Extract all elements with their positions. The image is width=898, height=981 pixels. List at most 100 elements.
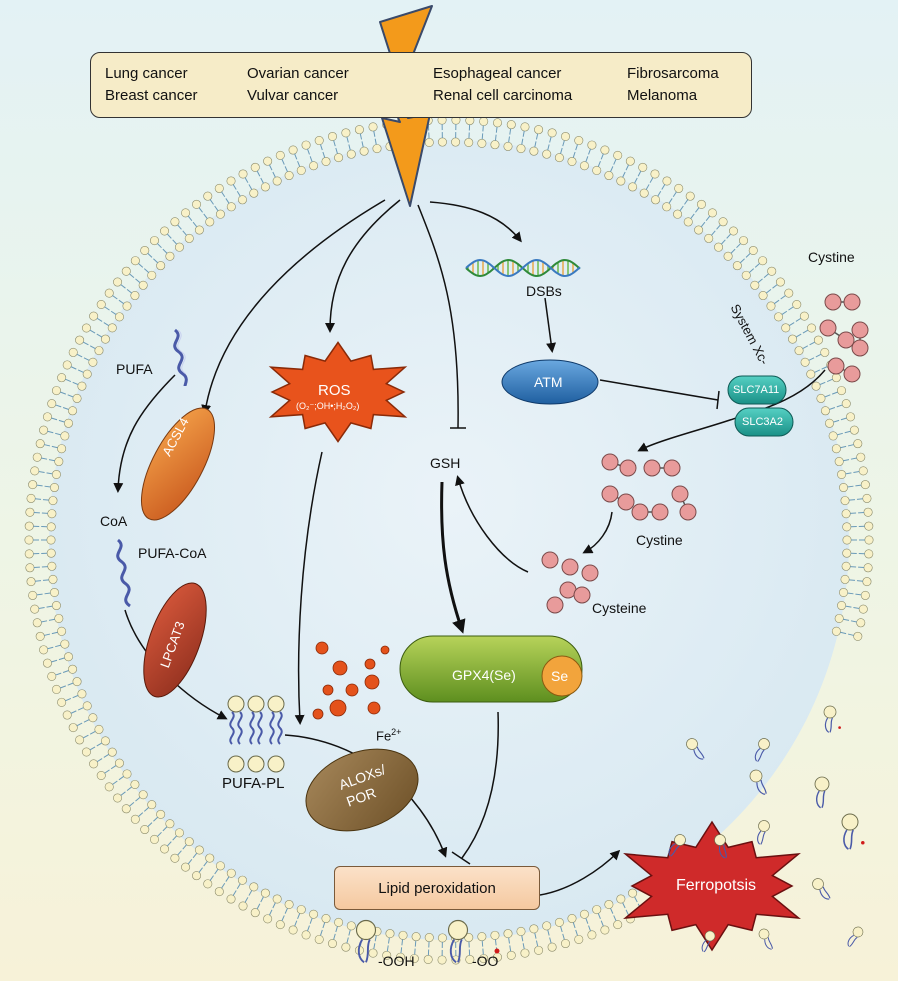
cancer-types-box: Lung cancer Breast cancer Ovarian cancer… bbox=[90, 52, 752, 118]
lipid-tail bbox=[143, 806, 150, 812]
lipid-head-outer bbox=[140, 245, 150, 255]
lipid-head-inner bbox=[723, 251, 733, 261]
lipid-tail bbox=[51, 631, 58, 635]
lipid-head-inner bbox=[205, 853, 215, 863]
cysteine-bead bbox=[573, 586, 591, 604]
arrow-cystine-to-cysteine bbox=[582, 511, 613, 554]
lipid-head-inner bbox=[437, 933, 447, 943]
lipid-tail bbox=[162, 826, 168, 832]
cysteine-bead bbox=[546, 596, 564, 614]
lipid-head-inner bbox=[165, 819, 175, 829]
lipid-tail bbox=[82, 341, 89, 346]
lipid-head-outer bbox=[130, 814, 140, 824]
lipid-head-inner bbox=[60, 431, 70, 441]
lipid-tail bbox=[120, 284, 126, 289]
lipid-head-inner bbox=[359, 146, 369, 156]
inhibit-gpx4-to-lipid bbox=[461, 711, 499, 859]
lipid-head-inner bbox=[490, 930, 500, 940]
lipid-head-outer bbox=[792, 299, 802, 309]
lipid-head-inner bbox=[579, 161, 589, 171]
iron-dot bbox=[345, 683, 359, 697]
lipid-tail bbox=[256, 170, 261, 177]
lipid-head-outer bbox=[288, 925, 298, 935]
lipid-tail bbox=[34, 498, 42, 500]
lipid-head-inner bbox=[194, 845, 204, 855]
lipid-head-outer bbox=[853, 439, 863, 449]
lipid-head-inner bbox=[732, 261, 742, 271]
lipid-tail bbox=[46, 472, 53, 475]
lipid-head-inner bbox=[811, 381, 821, 391]
lipid-head-outer bbox=[104, 782, 114, 792]
lipid-head-inner bbox=[800, 357, 810, 367]
lipid-head-outer bbox=[238, 901, 248, 911]
molecule-tail bbox=[449, 939, 463, 964]
pufa-chain-icon bbox=[173, 328, 188, 387]
pufa-label: PUFA bbox=[116, 361, 153, 377]
molecule-head bbox=[814, 776, 830, 792]
lipid-tail bbox=[695, 207, 700, 213]
lipid-head-inner bbox=[529, 924, 539, 934]
lipid-head-inner bbox=[114, 758, 124, 768]
lipid-head-outer bbox=[149, 834, 159, 844]
lipid-tail bbox=[83, 719, 90, 723]
lipid-tail bbox=[67, 394, 74, 398]
molecule-head bbox=[749, 769, 763, 783]
lipid-tail bbox=[335, 926, 338, 933]
lipid-head-inner bbox=[639, 188, 649, 198]
lipid-head-outer bbox=[860, 480, 870, 490]
lipid-tail bbox=[809, 341, 816, 346]
lipid-head-inner bbox=[806, 369, 816, 379]
lipid-tail bbox=[306, 925, 310, 932]
lipid-head-outer bbox=[600, 145, 610, 155]
lipid-head-outer bbox=[24, 549, 34, 559]
lipid-tail bbox=[333, 140, 336, 147]
phospholipid-tail bbox=[257, 711, 263, 745]
inhibit-atm-to-slc7a11 bbox=[599, 379, 719, 401]
lipid-head-outer bbox=[506, 120, 516, 130]
lipid-head-inner bbox=[628, 182, 638, 192]
lipid-tail bbox=[46, 605, 53, 608]
lipid-tail bbox=[209, 199, 214, 205]
molecule-tail bbox=[756, 779, 767, 795]
lipid-tail bbox=[575, 929, 579, 936]
lipid-tail bbox=[690, 213, 695, 220]
lipid-peroxide-molecule bbox=[757, 820, 770, 845]
lipid-head-inner bbox=[825, 418, 835, 428]
lipid-peroxide-molecule bbox=[701, 930, 716, 953]
molecule-tail bbox=[824, 717, 833, 733]
lipid-head-inner bbox=[237, 195, 247, 205]
lipid-head-inner bbox=[48, 496, 58, 506]
iron-dot bbox=[367, 701, 381, 715]
lipid-peroxide-molecule bbox=[823, 705, 841, 733]
molecule-head bbox=[841, 813, 859, 831]
lipid-tail bbox=[118, 775, 125, 781]
lipid-peroxide-molecule bbox=[814, 776, 830, 809]
lipid-head-outer bbox=[368, 948, 378, 958]
lipid-tail bbox=[401, 939, 404, 946]
iron-dot bbox=[329, 699, 347, 717]
cystine-bead bbox=[837, 331, 855, 349]
lipid-head-outer bbox=[130, 256, 140, 266]
cancer-label: Esophageal cancer bbox=[433, 65, 562, 82]
lipid-tail bbox=[588, 148, 592, 155]
lipid-tail bbox=[610, 166, 614, 173]
lipid-tail bbox=[284, 907, 288, 914]
arrow-pufa-to-coa bbox=[113, 374, 176, 493]
molecule-head bbox=[852, 926, 864, 938]
lipid-tail bbox=[748, 268, 755, 274]
molecule-head bbox=[355, 919, 377, 941]
arrow-to-ferroptosis bbox=[539, 849, 621, 896]
lipid-tail bbox=[284, 166, 288, 173]
lipid-head-inner bbox=[49, 483, 59, 493]
lipid-tail bbox=[272, 171, 276, 178]
lipid-head-inner bbox=[346, 149, 356, 159]
lipid-head-outer bbox=[613, 920, 623, 930]
lipid-head-inner bbox=[88, 357, 98, 367]
lipid-tail bbox=[221, 882, 226, 889]
lipid-tail bbox=[575, 144, 579, 151]
lipid-head-inner bbox=[46, 548, 56, 558]
lipid-tail bbox=[248, 184, 253, 190]
molecule-tail bbox=[815, 790, 826, 809]
lipid-tail bbox=[62, 670, 69, 673]
molecule-head bbox=[823, 705, 837, 719]
